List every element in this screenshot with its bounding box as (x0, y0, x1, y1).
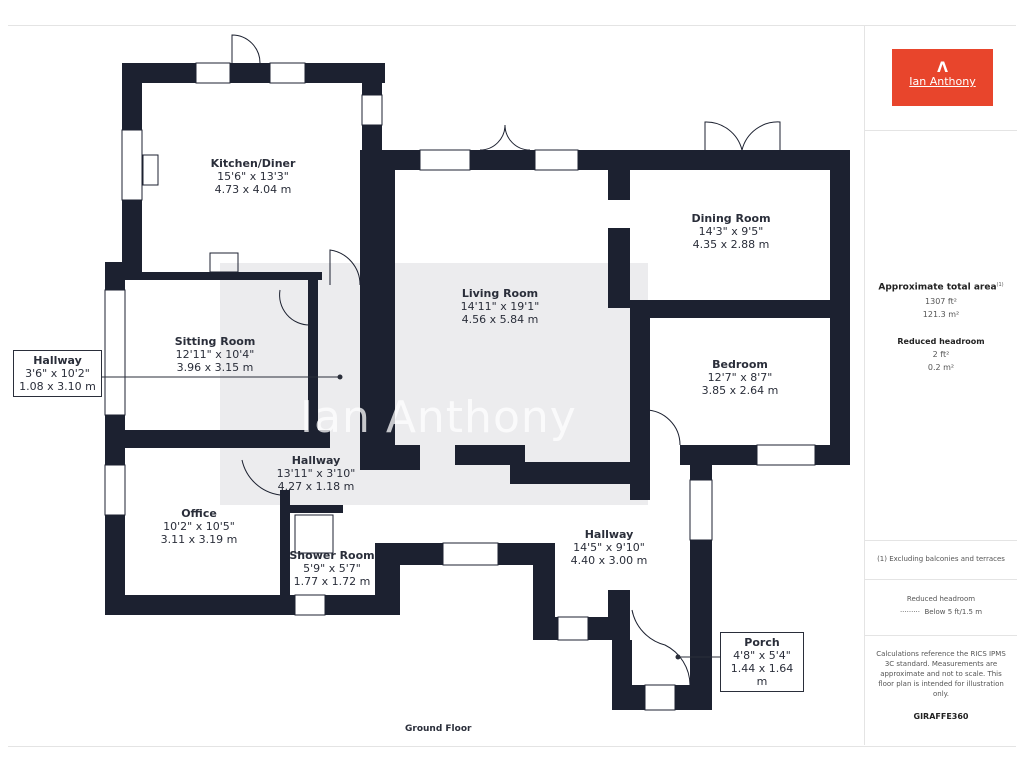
room-size-metric: 4.27 x 1.18 m (277, 480, 355, 493)
room-name: Shower Room (289, 549, 375, 562)
room-office: Office 10'2" x 10'5" 3.11 x 3.19 m (161, 507, 238, 546)
room-name: Porch (744, 636, 780, 649)
room-size-imperial: 12'11" x 10'4" (175, 348, 255, 361)
room-name: Office (181, 507, 217, 520)
room-size-metric: 3.11 x 3.19 m (160, 533, 238, 546)
total-area-note: (1) (996, 282, 1004, 288)
divider (865, 130, 1017, 131)
wall (630, 300, 850, 318)
total-area-ft: 1307 ft² (925, 296, 957, 306)
wall (105, 595, 400, 615)
wall (285, 505, 343, 513)
room-name: Kitchen/Diner (210, 157, 296, 170)
callout-leaders (100, 374, 720, 660)
room-dining-room: Dining Room 14'3" x 9'5" 4.35 x 2.88 m (691, 212, 770, 251)
total-area-m: 121.3 m² (922, 309, 960, 319)
room-name: Hallway (33, 354, 82, 367)
room-size-imperial: 4'8" x 5'4" (733, 649, 791, 662)
room-size-imperial: 14'3" x 9'5" (698, 225, 764, 238)
callout-porch: Porch 4'8" x 5'4" 1.44 x 1.64 m (720, 632, 804, 692)
room-size-imperial: 14'5" x 9'10" (573, 541, 645, 554)
room-size-imperial: 12'7" x 8'7" (707, 371, 773, 384)
reduced-headroom-area: Reduced headroom 2 ft² 0.2 m² (865, 335, 1017, 374)
legend-title: Reduced headroom (906, 595, 976, 603)
reduced-headroom-m: 0.2 m² (927, 363, 955, 372)
wall (608, 170, 630, 200)
wall (122, 63, 385, 83)
logo-text: Ian Anthony (909, 75, 976, 88)
room-kitchen-diner: Kitchen/Diner 15'6" x 13'3" 4.73 x 4.04 … (211, 157, 296, 196)
room-name: Dining Room (691, 212, 771, 225)
wall (608, 590, 630, 640)
room-hallway: Hallway 13'11" x 3'10" 4.27 x 1.18 m (277, 454, 356, 493)
walls (105, 63, 850, 710)
divider (865, 579, 1017, 580)
wall (533, 543, 555, 640)
floor-label: Ground Floor (405, 724, 472, 734)
room-size-metric: 4.35 x 2.88 m (692, 238, 770, 251)
logo-mark-icon: Λ (937, 60, 948, 76)
wall (608, 228, 630, 308)
room-name: Sitting Room (174, 335, 256, 348)
room-size-metric: 4.73 x 4.04 m (214, 183, 292, 196)
watermark-logo: Ian Anthony (300, 392, 577, 443)
info-panel: Λ Ian Anthony Approximate total area(1) … (864, 25, 1017, 745)
room-size-imperial: 14'11" x 19'1" (460, 300, 540, 313)
callout-hallway: Hallway 3'6" x 10'2" 1.08 x 3.10 m (13, 350, 102, 397)
room-size-metric: 1.77 x 1.72 m (293, 575, 371, 588)
wall (455, 445, 525, 465)
footnote: (1) Excluding balconies and terraces (877, 555, 1005, 563)
room-size-imperial: 15'6" x 13'3" (217, 170, 289, 183)
wall (308, 280, 318, 440)
divider (865, 540, 1017, 541)
room-bedroom: Bedroom 12'7" x 8'7" 3.85 x 2.64 m (702, 358, 779, 397)
legend-dotted-line: ········· (899, 608, 920, 616)
room-hallway-main: Hallway 14'5" x 9'10" 4.40 x 3.00 m (571, 528, 648, 567)
room-living-room: Living Room 14'11" x 19'1" 4.56 x 5.84 m (461, 287, 540, 326)
total-area-title: Approximate total area (878, 282, 997, 293)
wall (360, 150, 395, 470)
room-shower-room: Shower Room 5'9" x 5'7" 1.77 x 1.72 m (289, 549, 374, 588)
disclaimer: Calculations reference the RICS IPMS 3C … (876, 650, 1006, 698)
room-sitting-room: Sitting Room 12'11" x 10'4" 3.96 x 3.15 … (175, 335, 256, 374)
doors (142, 34, 781, 686)
room-size-metric: 1.08 x 3.10 m (19, 380, 96, 393)
room-size-imperial: 5'9" x 5'7" (303, 562, 361, 575)
floor-plan (104, 34, 850, 711)
room-name: Hallway (584, 528, 634, 541)
page-frame (8, 25, 1016, 747)
room-name: Living Room (461, 287, 539, 300)
room-size-imperial: 10'2" x 10'5" (163, 520, 235, 533)
divider (865, 635, 1017, 636)
room-size-imperial: 3'6" x 10'2" (25, 367, 90, 380)
wall (142, 272, 322, 280)
room-name: Bedroom (712, 358, 768, 371)
wall (280, 490, 290, 600)
reduced-headroom-title: Reduced headroom (897, 337, 985, 346)
provider-logo: GIRAFFE360 (913, 712, 969, 721)
room-size-metric: 3.96 x 3.15 m (176, 361, 254, 374)
room-name: Hallway (291, 454, 341, 467)
room-size-metric: 3.85 x 2.64 m (701, 384, 779, 397)
legend-text: Below 5 ft/1.5 m (924, 608, 983, 616)
wall (105, 430, 330, 448)
reduced-headroom-ft: 2 ft² (932, 350, 950, 359)
windows (104, 62, 816, 711)
total-area: Approximate total area(1) 1307 ft² 121.3… (865, 279, 1017, 321)
wall (380, 150, 850, 170)
legend: Reduced headroom ········· Below 5 ft/1.… (865, 593, 1017, 619)
room-size-metric: 4.40 x 3.00 m (570, 554, 648, 567)
wall (630, 318, 650, 500)
wall (360, 445, 420, 470)
wall (510, 462, 630, 484)
room-size-metric: 4.56 x 5.84 m (461, 313, 539, 326)
room-size-metric: 1.44 x 1.64 m (730, 662, 794, 688)
brand-logo: Λ Ian Anthony (892, 49, 993, 106)
room-size-imperial: 13'11" x 3'10" (276, 467, 356, 480)
